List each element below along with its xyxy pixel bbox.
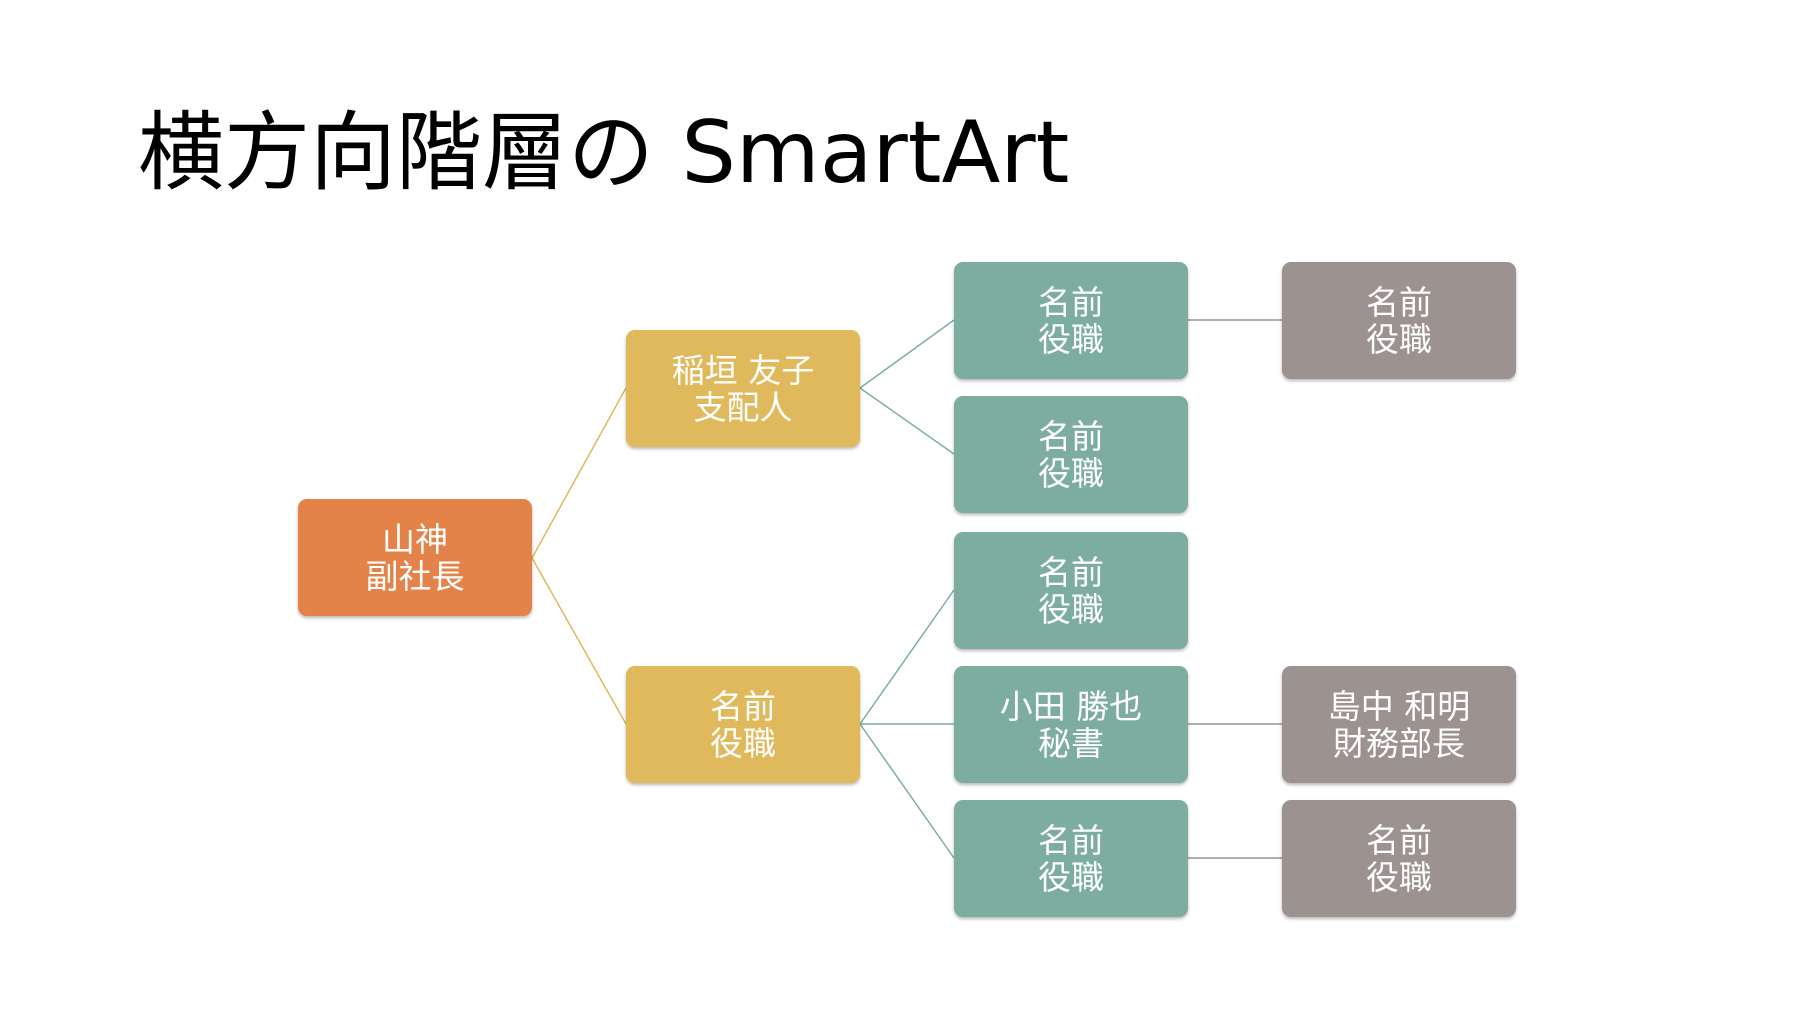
node-staff-1-name: 名前: [1038, 282, 1104, 322]
node-assistant-1-role: 役職: [1366, 319, 1432, 359]
node-staff-3-name: 名前: [1038, 552, 1104, 592]
node-assistant-1[interactable]: 名前 役職: [1282, 262, 1516, 379]
node-assistant-2-name: 島中 和明: [1327, 686, 1471, 726]
connector-manager-2-staff-3: [859, 589, 955, 725]
node-manager-2[interactable]: 名前 役職: [626, 666, 860, 783]
node-root[interactable]: 山神 副社長: [298, 499, 532, 616]
node-staff-5-name: 名前: [1038, 820, 1104, 860]
node-assistant-2[interactable]: 島中 和明 財務部長: [1282, 666, 1516, 783]
node-staff-2[interactable]: 名前 役職: [954, 396, 1188, 513]
connector-root-manager-2: [531, 557, 627, 725]
node-staff-4-role: 秘書: [1038, 723, 1104, 763]
node-manager-1-role: 支配人: [693, 387, 793, 427]
node-staff-5[interactable]: 名前 役職: [954, 800, 1188, 917]
node-staff-4-name: 小田 勝也: [999, 686, 1143, 726]
connector-manager-2-staff-5: [859, 723, 955, 859]
node-staff-3-role: 役職: [1038, 589, 1104, 629]
node-manager-1-name: 稲垣 友子: [671, 350, 815, 390]
node-staff-4[interactable]: 小田 勝也 秘書: [954, 666, 1188, 783]
node-staff-5-role: 役職: [1038, 857, 1104, 897]
node-staff-1-role: 役職: [1038, 319, 1104, 359]
node-assistant-1-name: 名前: [1366, 282, 1432, 322]
connector-manager-1-staff-1: [859, 319, 955, 389]
node-assistant-3[interactable]: 名前 役職: [1282, 800, 1516, 917]
node-assistant-3-role: 役職: [1366, 857, 1432, 897]
node-staff-2-name: 名前: [1038, 416, 1104, 456]
slide-title: 横方向階層の SmartArt: [138, 103, 1070, 203]
node-manager-1[interactable]: 稲垣 友子 支配人: [626, 330, 860, 447]
node-manager-2-role: 役職: [710, 723, 776, 763]
node-root-name: 山神: [382, 519, 448, 559]
node-root-role: 副社長: [365, 556, 465, 596]
node-manager-2-name: 名前: [710, 686, 776, 726]
node-staff-3[interactable]: 名前 役職: [954, 532, 1188, 649]
node-staff-1[interactable]: 名前 役職: [954, 262, 1188, 379]
node-staff-2-role: 役職: [1038, 453, 1104, 493]
connector-manager-1-staff-2: [859, 387, 955, 455]
connector-root-manager-1: [531, 387, 627, 559]
node-assistant-2-role: 財務部長: [1333, 723, 1465, 763]
node-assistant-3-name: 名前: [1366, 820, 1432, 860]
